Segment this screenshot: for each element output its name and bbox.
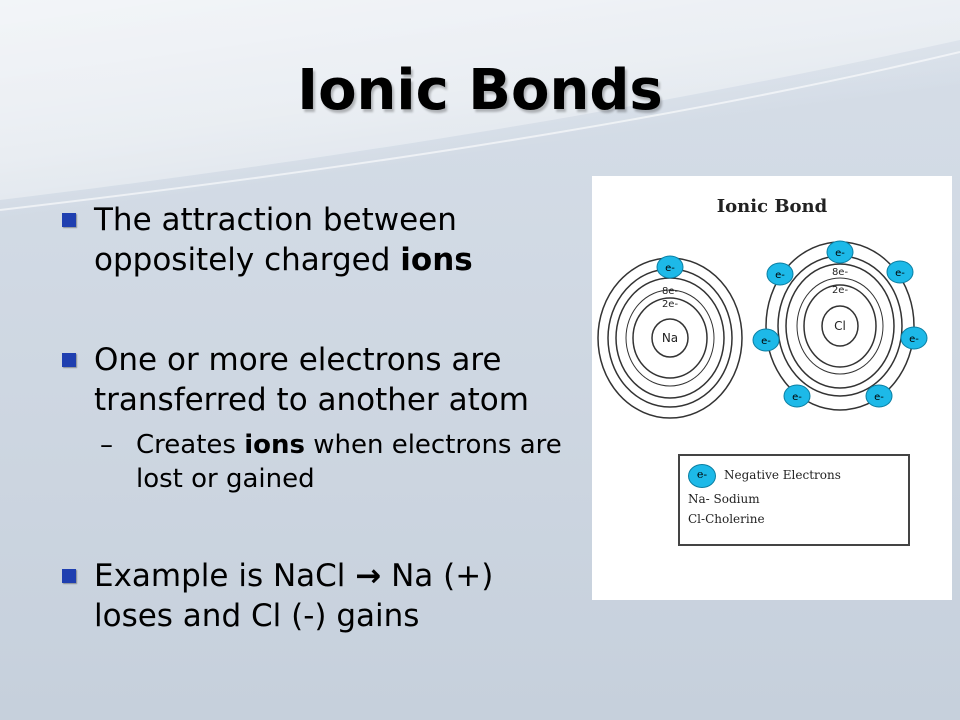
bullet-square-icon xyxy=(62,569,76,583)
atom-diagram: Na Cl 8e- 2e- 8e- 2e- e-e-e-e-e-e-e-e- xyxy=(597,240,928,419)
bullet-text: One or more electrons are transferred to… xyxy=(94,342,529,418)
cl-middle-shell xyxy=(785,263,895,389)
electron-icon: e- xyxy=(826,240,854,264)
na-inner-shell-outline xyxy=(625,289,715,387)
bullet-item: Example is NaCl → Na (+) loses and Cl (-… xyxy=(58,556,578,636)
legend-item: Na- Sodium xyxy=(688,492,760,506)
diagram-legend: e- Negative Electrons Na- Sodium Cl-Chol… xyxy=(678,454,910,546)
bullet-text: Na (+) loses and Cl (-) gains xyxy=(94,558,494,634)
electron-icon: e- xyxy=(656,255,684,279)
legend-item: Cl-Cholerine xyxy=(688,512,765,526)
slide-title: Ionic Bonds xyxy=(297,58,663,123)
bullet-list: The attraction between oppositely charge… xyxy=(58,200,578,636)
electron-icon: e- xyxy=(688,464,716,488)
cl-inner-shell-outline xyxy=(796,277,884,375)
bullet-item: The attraction between oppositely charge… xyxy=(58,200,578,280)
na-shell-2e-label: 2e- xyxy=(662,299,679,310)
electron-icon: e- xyxy=(752,328,780,352)
na-label: Na xyxy=(662,331,678,345)
cl-label: Cl xyxy=(834,319,846,333)
sub-bullet-text: Creates xyxy=(136,430,245,460)
electron-label: e- xyxy=(909,334,919,345)
dash-marker: – xyxy=(100,430,113,460)
bullet-square-icon xyxy=(62,213,76,227)
electron-label: e- xyxy=(874,392,884,403)
cl-shell-2e-label: 2e- xyxy=(832,285,849,296)
electron-label: e- xyxy=(835,248,845,259)
legend-item: Negative Electrons xyxy=(724,468,841,482)
ionic-bond-diagram: Ionic Bond Na Cl 8e- 2e- 8e- 2e- e-e-e-e… xyxy=(592,176,952,600)
electron-label: e- xyxy=(665,263,675,274)
sub-bullet-bold-text: ions xyxy=(244,430,305,460)
electron-label: e- xyxy=(792,392,802,403)
electron-icon: e- xyxy=(900,326,928,350)
na-shell-8e-label: 8e- xyxy=(662,286,679,297)
sub-bullet-item: – Creates ions when electrons are lost o… xyxy=(58,428,578,496)
bullet-text: The attraction between oppositely charge… xyxy=(94,202,457,278)
electron-icon: e- xyxy=(766,262,794,286)
arrow-icon: → xyxy=(355,558,382,594)
legend-electron-label: e- xyxy=(696,468,708,481)
diagram-title: Ionic Bond xyxy=(716,196,828,217)
na-nucleus xyxy=(651,318,689,358)
sub-bullet-text: when electrons are lost or gained xyxy=(136,430,562,494)
cl-shell-8e-label: 8e- xyxy=(832,267,849,278)
background-swoosh xyxy=(0,0,960,211)
electron-icon: e- xyxy=(886,260,914,284)
cl-nucleus xyxy=(821,305,859,347)
cl-inner-shell xyxy=(803,284,877,368)
bullet-square-icon xyxy=(62,353,76,367)
bullet-bold-text: ions xyxy=(400,242,473,278)
electron-icon: e- xyxy=(783,384,811,408)
electron-label: e- xyxy=(761,336,771,347)
bullet-item: One or more electrons are transferred to… xyxy=(58,340,578,420)
bullet-text: Example is NaCl xyxy=(94,558,356,594)
electron-label: e- xyxy=(775,270,785,281)
electron-label: e- xyxy=(895,268,905,279)
na-inner-shell xyxy=(632,297,708,379)
electron-icon: e- xyxy=(865,384,893,408)
